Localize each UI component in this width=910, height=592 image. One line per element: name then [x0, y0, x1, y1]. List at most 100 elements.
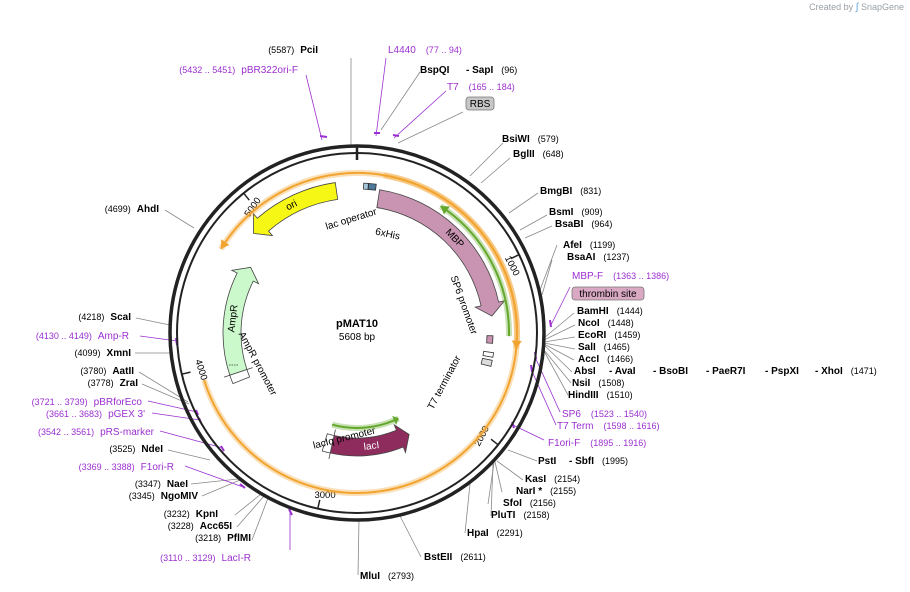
orf-green — [440, 205, 511, 337]
site-position: (3345) — [129, 491, 155, 501]
site-sapi: - SapI(96) — [466, 65, 517, 76]
feature-label-ampr: AmpR — [226, 304, 240, 333]
thrombin-site-label-box — [571, 286, 645, 301]
site-absi: AbsI — [574, 366, 596, 377]
primer-binding-mark — [549, 319, 552, 328]
primer-binding-mark — [319, 135, 328, 138]
primer-binding-mark — [288, 508, 293, 516]
site-bamhi: BamHI(1444) — [577, 306, 643, 317]
site-position: (4699) — [105, 204, 131, 214]
site-name: NarI * — [516, 486, 542, 497]
tick-mark — [317, 499, 321, 509]
site-name: HpaI — [467, 528, 489, 539]
primer-name: T7 Term — [557, 421, 594, 432]
site-bsteii: BstEII (2611) — [424, 552, 486, 563]
leader-ndei — [167, 449, 211, 461]
thrombin-site-label: thrombin site — [571, 286, 645, 301]
plasmid-name: pMAT10 — [336, 318, 378, 330]
site-bsaai: BsaAI(1237) — [567, 252, 629, 263]
site-kpni: KpnI(3232) — [164, 509, 218, 520]
leader-bspqi — [380, 71, 421, 131]
site-position: (1995) — [602, 456, 628, 466]
site-name: BspQI — [420, 65, 450, 76]
site-nari: NarI * (2155) — [516, 486, 576, 497]
primer-position: (1598 .. 1616) — [604, 421, 660, 431]
plasmid-center: pMAT10 5608 bp — [336, 318, 378, 343]
site-name: NsiI — [572, 378, 591, 389]
primer-position: (3542 .. 3561) — [38, 427, 94, 437]
site-position: (1471) — [851, 366, 877, 376]
site-position: (1508) — [598, 378, 624, 388]
t7-terminator-label: T7 terminator — [426, 353, 464, 411]
primer-position: (1363 .. 1386) — [613, 271, 669, 281]
site-position: (2793) — [388, 571, 414, 581]
tick-mark — [243, 192, 250, 201]
primer-name: F1ori-F — [548, 438, 580, 449]
site-name: KasI — [525, 474, 546, 485]
credit-brand: SnapGene — [860, 2, 904, 12]
site-name: NaeI — [167, 479, 188, 490]
site-position: (2155) — [550, 486, 576, 496]
snapgene-logo-icon: ∫ — [855, 2, 859, 13]
leader-hpai — [464, 483, 471, 534]
site-pcii: PciI(5587) — [268, 45, 318, 56]
site-bsobi: - BsoBI — [653, 366, 688, 377]
site-position: (964) — [591, 219, 612, 229]
site-sfoi: SfoI (2156) — [503, 498, 556, 509]
leader-absi — [543, 344, 573, 373]
leader-ngomiv — [201, 479, 241, 497]
site-zrai: ZraI(3778) — [88, 378, 139, 389]
credit-prefix: Created by — [809, 2, 854, 12]
leader-l4440 — [375, 57, 387, 137]
leader-afei — [539, 244, 558, 291]
site-position: (648) — [543, 149, 564, 159]
site-position: (1444) — [617, 306, 643, 316]
site-name: PciI — [300, 45, 318, 56]
site-ndei: NdeI(3525) — [109, 444, 163, 455]
leader-pbr322ori-f — [305, 74, 323, 141]
site-position: (2611) — [460, 552, 485, 562]
site-name: PflMI — [227, 533, 251, 544]
site-name: BsaAI — [567, 252, 596, 263]
site-position: (3347) — [135, 479, 161, 489]
leader-bsmi — [519, 214, 548, 231]
site-sbfi: - SbfI(1995) — [569, 456, 628, 467]
site-pflmi: PflMI (3218) — [195, 533, 251, 544]
primer-f1ori-r: F1ori-R(3369 .. 3388) — [79, 462, 174, 473]
site-name: PstI — [538, 456, 557, 467]
primer-t7: T7(165 .. 184) — [447, 82, 515, 93]
orf-laci-green-arrowhead — [392, 415, 399, 426]
leader-t7-term — [530, 368, 557, 426]
site-name: BmgBI — [540, 186, 572, 197]
primer-name: F1ori-R — [141, 462, 174, 473]
site-naei: NaeI (3347) — [135, 479, 188, 490]
leader-bsiwi — [469, 142, 504, 177]
site-position: (3228) — [168, 521, 194, 531]
site-name: NgoMIV — [161, 491, 199, 502]
site-name: MluI — [360, 571, 380, 582]
site-name: SfoI — [503, 498, 522, 509]
rbs-label-box — [465, 96, 495, 111]
primer-binding-mark — [392, 134, 400, 137]
site-pspxi: - PspXI — [765, 366, 799, 377]
his-tag-label: 6xHis — [374, 227, 401, 243]
leader-ecori — [543, 336, 576, 343]
site-name: BstEII — [424, 552, 453, 563]
site-position: (579) — [538, 134, 559, 144]
site-position: (2156) — [530, 498, 556, 508]
leader-lines — [135, 57, 576, 576]
feature-ampr — [222, 266, 260, 376]
leader-acc65i — [236, 495, 265, 528]
site-hindiii: HindIII(1510) — [568, 390, 633, 401]
site-name: Acc65I — [200, 521, 232, 532]
primer-name: MBP-F — [572, 271, 603, 282]
site-position: (3778) — [88, 378, 114, 388]
site-name: - AvaI — [609, 366, 636, 377]
primer-position: (77 .. 94) — [426, 45, 462, 55]
site-name: ScaI — [110, 312, 131, 323]
snapgene-credit: Created by ∫ SnapGene — [809, 2, 904, 13]
primer-amp-r: Amp-R(4130 .. 4149) — [36, 331, 129, 342]
feature-ampr-promoter — [224, 367, 253, 385]
site-position: (3218) — [195, 533, 221, 543]
